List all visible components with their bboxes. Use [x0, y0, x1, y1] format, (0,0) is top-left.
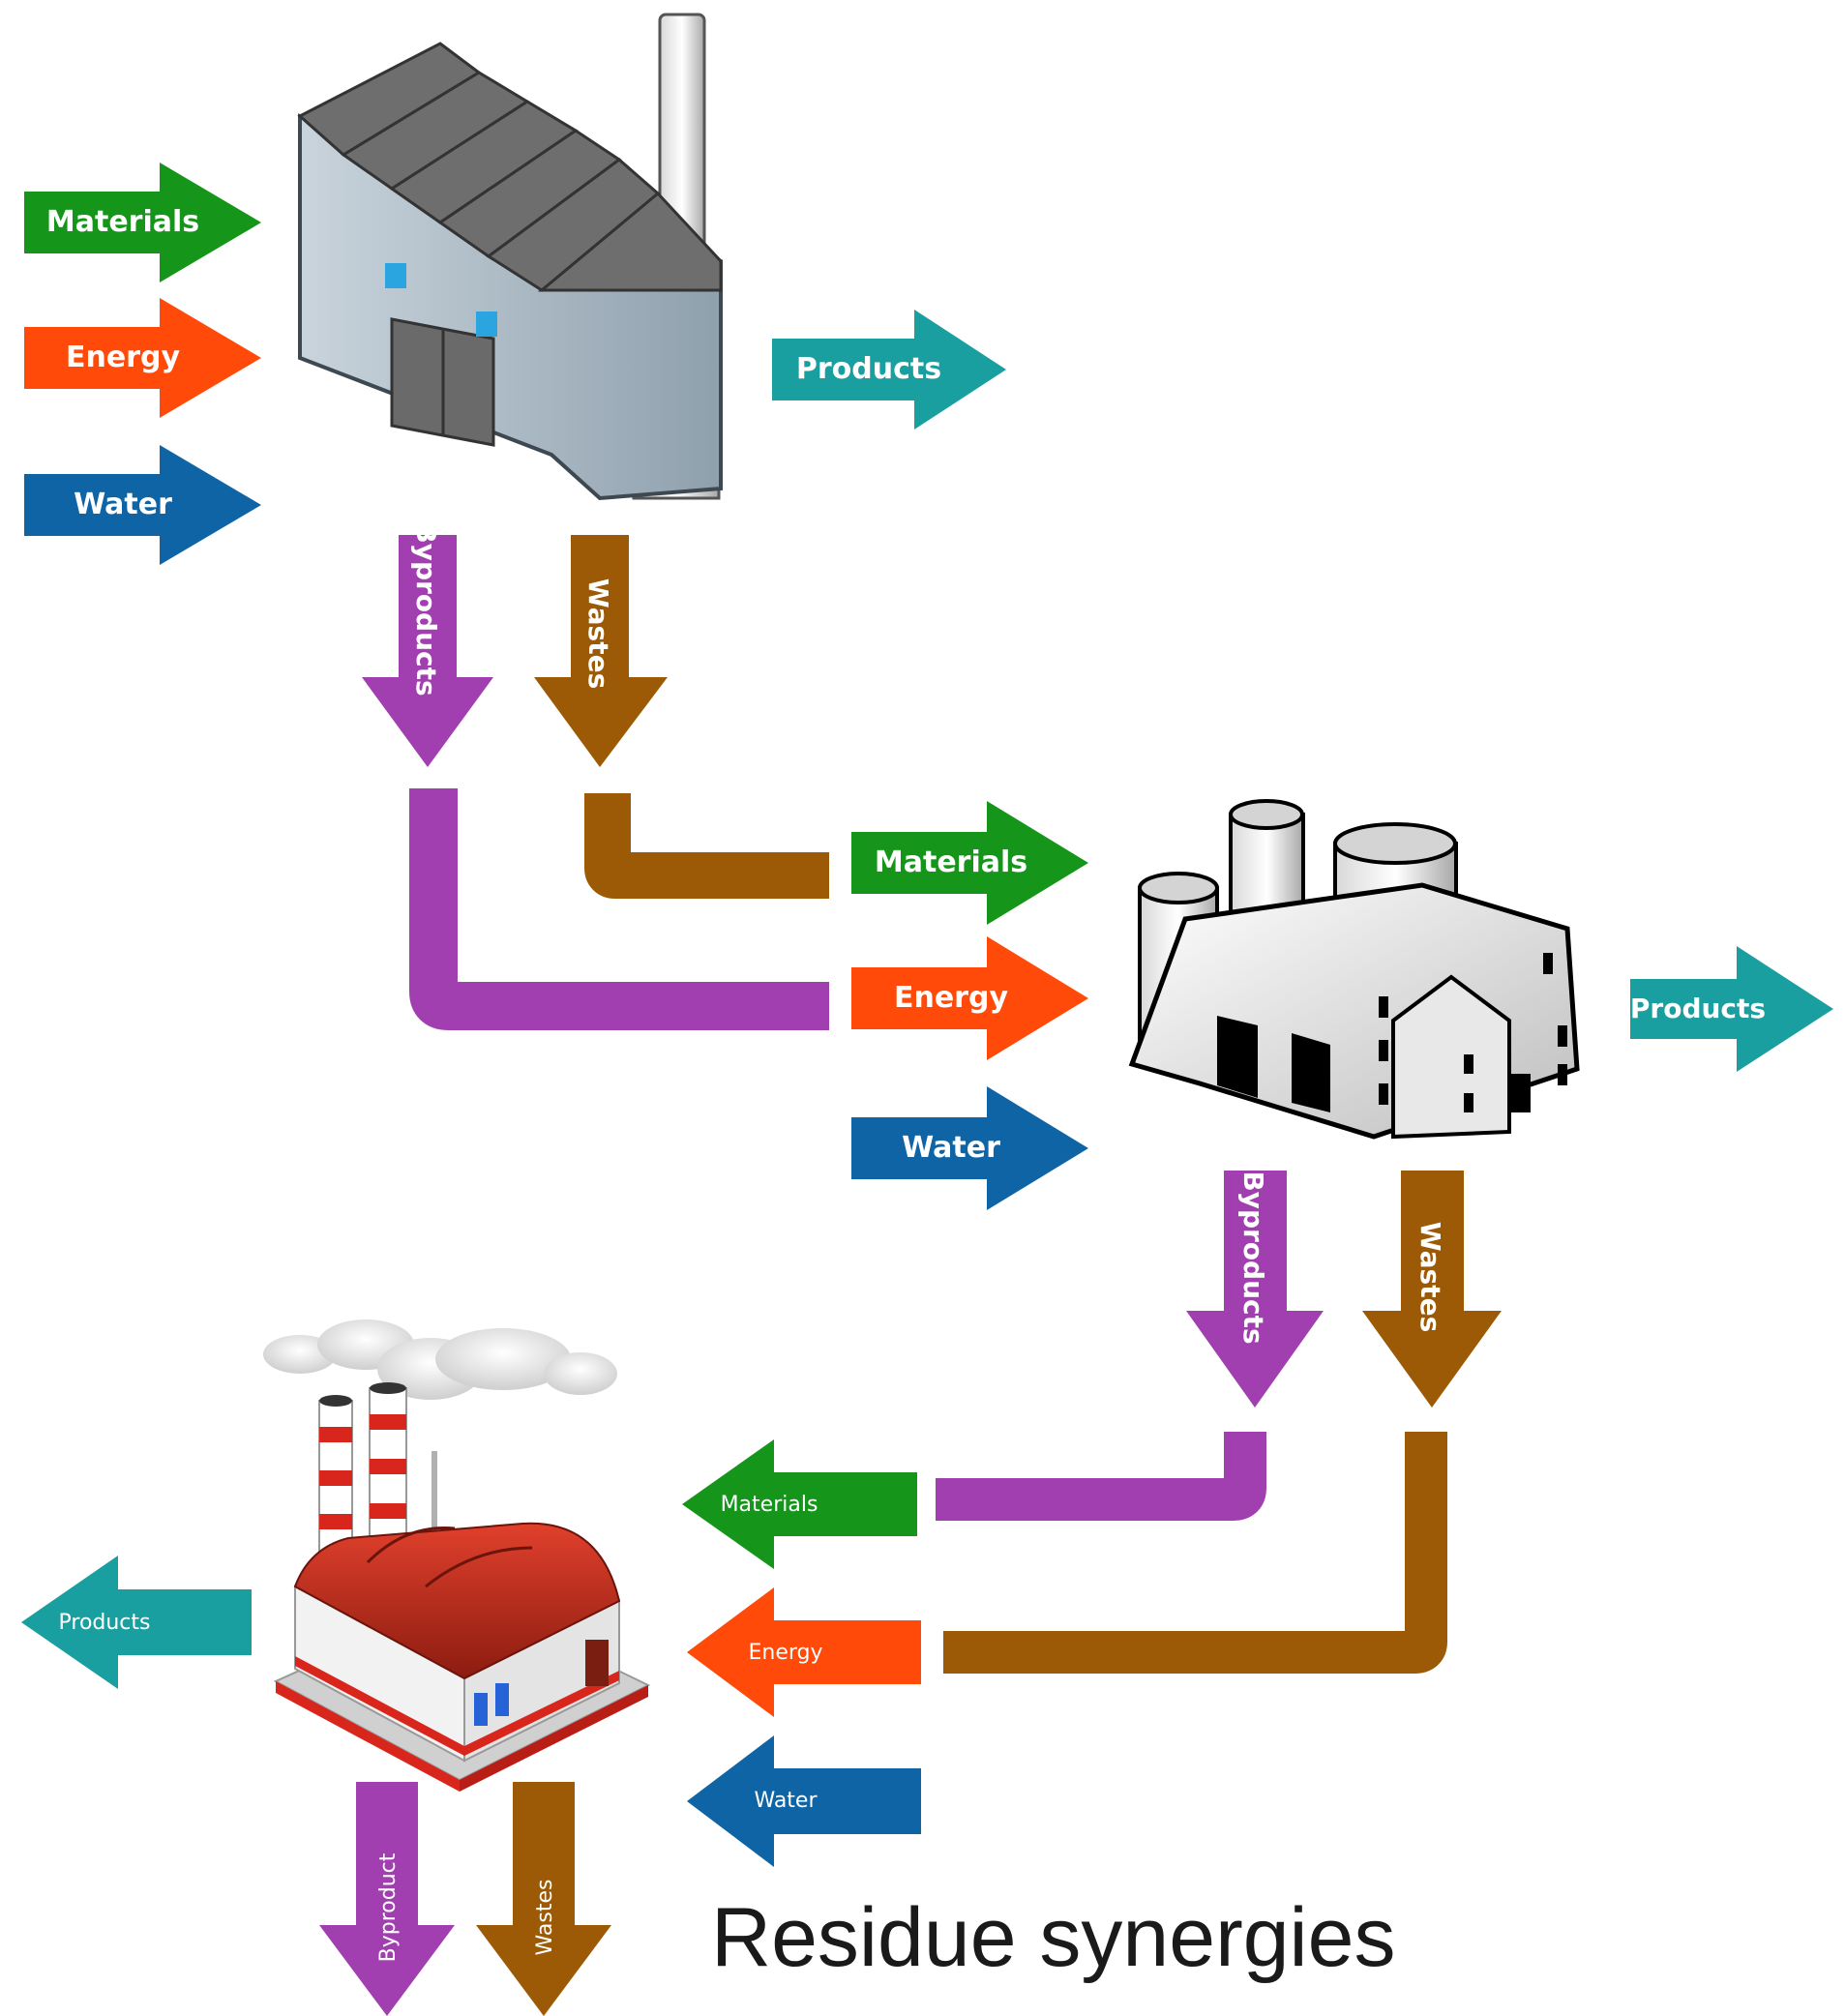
- factory1-byproducts-label: Byproducts: [410, 522, 442, 696]
- factory3-products-label: Products: [59, 1611, 151, 1635]
- factory3-materials-label: Materials: [721, 1493, 818, 1517]
- factory1-water-label: Water: [74, 488, 172, 521]
- factory2-materials-label: Materials: [875, 845, 1027, 879]
- factory1-products-label: Products: [796, 352, 941, 386]
- factory1-materials-label: Materials: [46, 205, 199, 239]
- connector-wastes-to-energy: [943, 1432, 1447, 1674]
- factory2-byproducts-arrow: Byproducts: [1186, 1171, 1324, 1408]
- factory1-sawtooth-icon: [297, 13, 723, 501]
- factory3-wastes-arrow: Wastes: [476, 1782, 611, 2016]
- connector-byproducts-to-energy: [409, 788, 829, 1030]
- connector-wastes-to-materials: [584, 793, 829, 899]
- factory3-smoking-factory-icon: [263, 1319, 651, 1792]
- factory3-water-arrow: Water: [687, 1735, 921, 1867]
- factory2-wastes-arrow: Wastes: [1362, 1171, 1502, 1408]
- factory2-energy-arrow: Energy: [851, 936, 1088, 1060]
- factory1-products-arrow: Products: [772, 310, 1006, 430]
- factory2-products-label: Products: [1630, 993, 1766, 1024]
- connector-byproducts-to-materials: [936, 1432, 1266, 1521]
- factory3-wastes-label: Wastes: [533, 1880, 557, 1956]
- diagram-caption: Residue synergies: [711, 1891, 1395, 1984]
- factory2-water-label: Water: [902, 1131, 1000, 1165]
- factory1-wastes-arrow: Wastes: [534, 535, 668, 767]
- factory2-chemical-plant-icon: [1128, 799, 1580, 1140]
- factory2-byproducts-label: Byproducts: [1237, 1171, 1269, 1344]
- factory3-byproduct-arrow: Byproduct: [319, 1782, 455, 2016]
- factory2-water-arrow: Water: [851, 1086, 1088, 1210]
- factory2-wastes-label: Wastes: [1414, 1222, 1446, 1333]
- factory3-materials-arrow: Materials: [682, 1439, 917, 1569]
- factory1-energy-label: Energy: [66, 341, 180, 374]
- factory3-products-arrow: Products: [21, 1556, 252, 1689]
- factory3-energy-label: Energy: [748, 1641, 822, 1665]
- factory3-energy-arrow: Energy: [687, 1587, 921, 1717]
- factory1-byproducts-arrow: Byproducts: [362, 522, 493, 767]
- factory1-energy-arrow: Energy: [24, 298, 261, 418]
- factory1-wastes-label: Wastes: [582, 578, 614, 690]
- factory3-water-label: Water: [754, 1789, 818, 1813]
- factory2-energy-label: Energy: [894, 981, 1008, 1015]
- factory1-water-arrow: Water: [24, 445, 261, 565]
- factory2-products-arrow: Products: [1630, 946, 1833, 1072]
- factory3-byproduct-label: Byproduct: [376, 1853, 401, 1962]
- factory2-materials-arrow: Materials: [851, 801, 1088, 925]
- factory1-materials-arrow: Materials: [24, 163, 261, 282]
